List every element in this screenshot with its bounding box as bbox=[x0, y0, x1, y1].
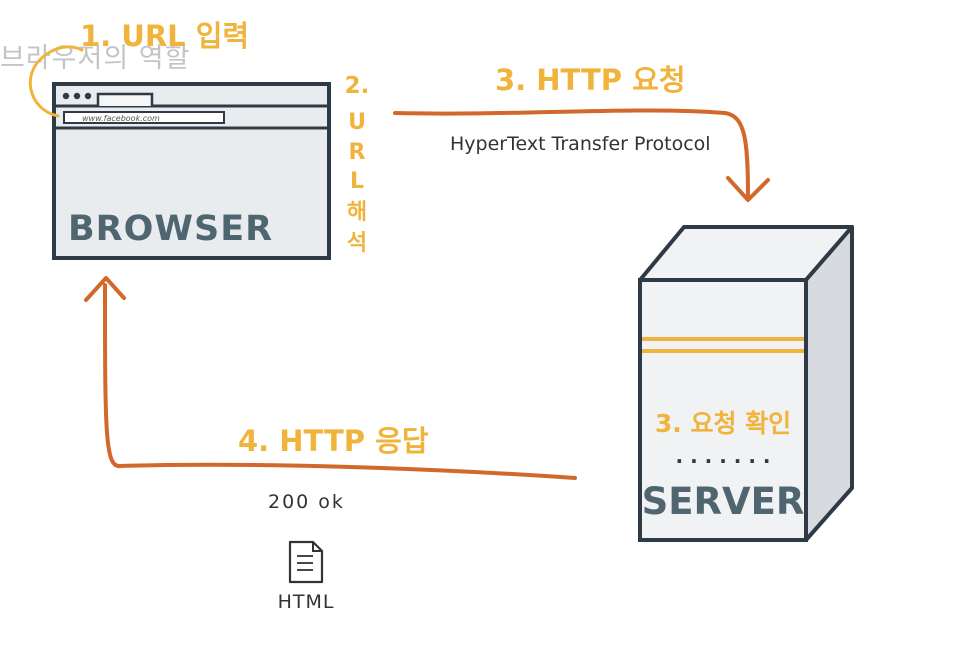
server-label: SERVER bbox=[642, 480, 805, 523]
server-status-label: 3. 요청 확인 bbox=[655, 409, 791, 438]
response-arrowhead bbox=[84, 276, 126, 302]
step2-char: 해 bbox=[347, 200, 367, 225]
request-arrow bbox=[393, 108, 750, 198]
window-dots-icon bbox=[62, 92, 92, 100]
request-arrowhead bbox=[726, 176, 770, 202]
step2-vertical-label: 2. U R L 해 석 bbox=[345, 73, 370, 256]
document-icon bbox=[288, 540, 324, 584]
step2-char: L bbox=[350, 169, 364, 194]
step3-label: 3. HTTP 요청 bbox=[495, 63, 686, 97]
step2-char: U bbox=[348, 110, 366, 135]
address-bar bbox=[63, 111, 225, 124]
step2-char: R bbox=[349, 140, 366, 165]
ghost-title: 브라우저의 역할 bbox=[0, 43, 191, 74]
response-arrow bbox=[103, 283, 577, 480]
document-label: HTML bbox=[278, 591, 335, 613]
browser-tab bbox=[96, 92, 154, 106]
step2-char: 석 bbox=[347, 231, 367, 256]
step2-char: 2. bbox=[345, 73, 370, 99]
step3-sublabel: HyperText Transfer Protocol bbox=[450, 133, 711, 155]
step1-label: 1. URL 입력 bbox=[80, 19, 249, 53]
step1-connector bbox=[28, 45, 84, 118]
server-side bbox=[804, 225, 854, 542]
server-front bbox=[638, 278, 808, 542]
browser-window: www.facebook.com BROWSER bbox=[52, 82, 331, 260]
address-bar-url: www.facebook.com bbox=[82, 114, 160, 123]
server-box: 3. 요청 확인 . . . . . . . SERVER bbox=[638, 225, 854, 542]
browser-label: BROWSER bbox=[68, 209, 273, 249]
step4-label: 4. HTTP 응답 bbox=[238, 424, 429, 458]
server-dots: . . . . . . . bbox=[676, 444, 771, 468]
response-status: 200 ok bbox=[268, 491, 345, 513]
